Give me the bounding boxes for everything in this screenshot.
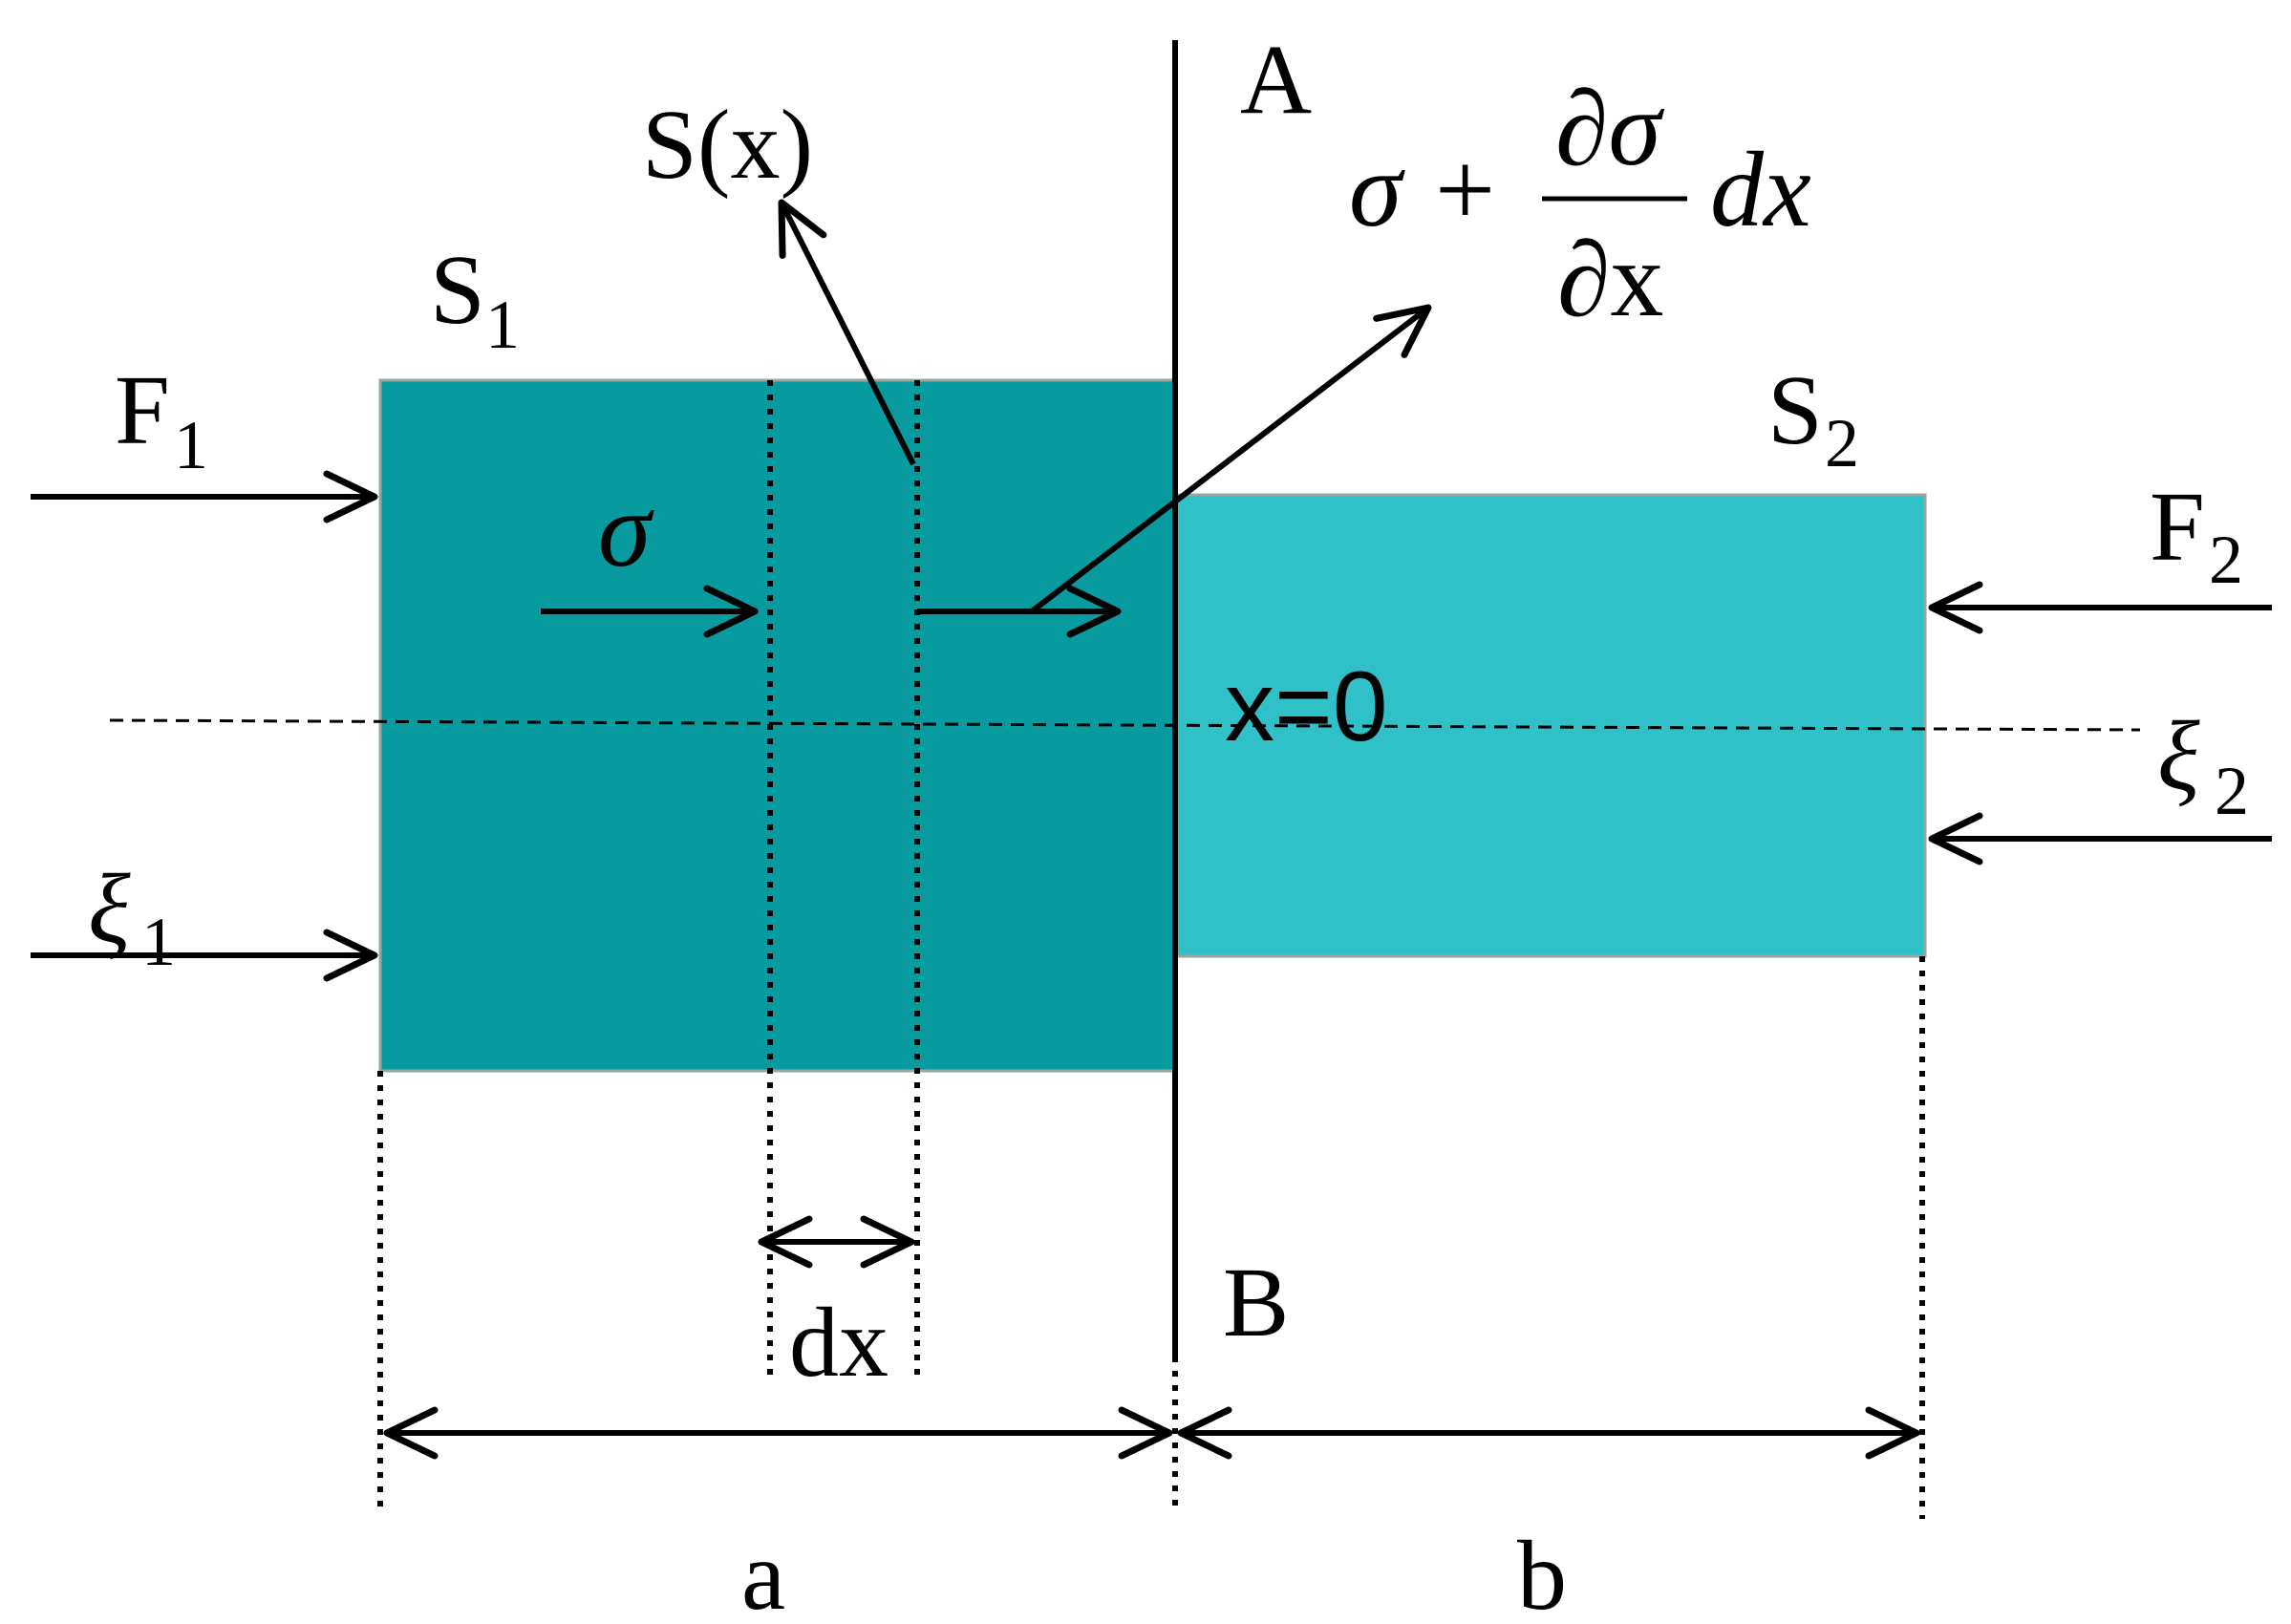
formula-plus: + <box>1435 131 1495 249</box>
formula-dx: dx <box>1710 131 1811 249</box>
label-A: A <box>1240 25 1312 135</box>
leader-arrow-sigma-formula <box>1030 304 1432 614</box>
label-xi2: ξ <box>2157 701 2200 811</box>
label-xi1-subscript: 1 <box>141 904 176 980</box>
label-Sx: S(x) <box>642 90 813 200</box>
label-dx: dx <box>789 1288 889 1398</box>
label-xi1: ξ <box>88 854 131 964</box>
label-F1-subscript: 1 <box>174 407 208 483</box>
label-F2-subscript: 2 <box>2209 522 2243 598</box>
stress-gradient-formula: σ + ∂σ ∂x dx <box>1349 70 1811 339</box>
label-S2: S <box>1767 355 1823 465</box>
centerline <box>109 718 2141 732</box>
label-b: b <box>1517 1521 1567 1624</box>
label-F1: F <box>115 355 170 465</box>
label-B: B <box>1223 1248 1289 1357</box>
formula-sigma: σ <box>1349 131 1405 249</box>
label-F2: F <box>2150 472 2205 582</box>
label-a: a <box>741 1521 785 1624</box>
label-S2-subscript: 2 <box>1825 405 1859 481</box>
leader-arrow-Sx <box>778 199 916 466</box>
label-S1-subscript: 1 <box>485 287 520 363</box>
label-xi2-subscript: 2 <box>2215 753 2249 829</box>
formula-numerator: ∂σ <box>1555 70 1664 188</box>
label-sigma: σ <box>598 471 654 589</box>
label-x0: x=0 <box>1225 652 1388 762</box>
label-S1: S <box>430 235 485 345</box>
formula-denominator: ∂x <box>1557 221 1663 339</box>
